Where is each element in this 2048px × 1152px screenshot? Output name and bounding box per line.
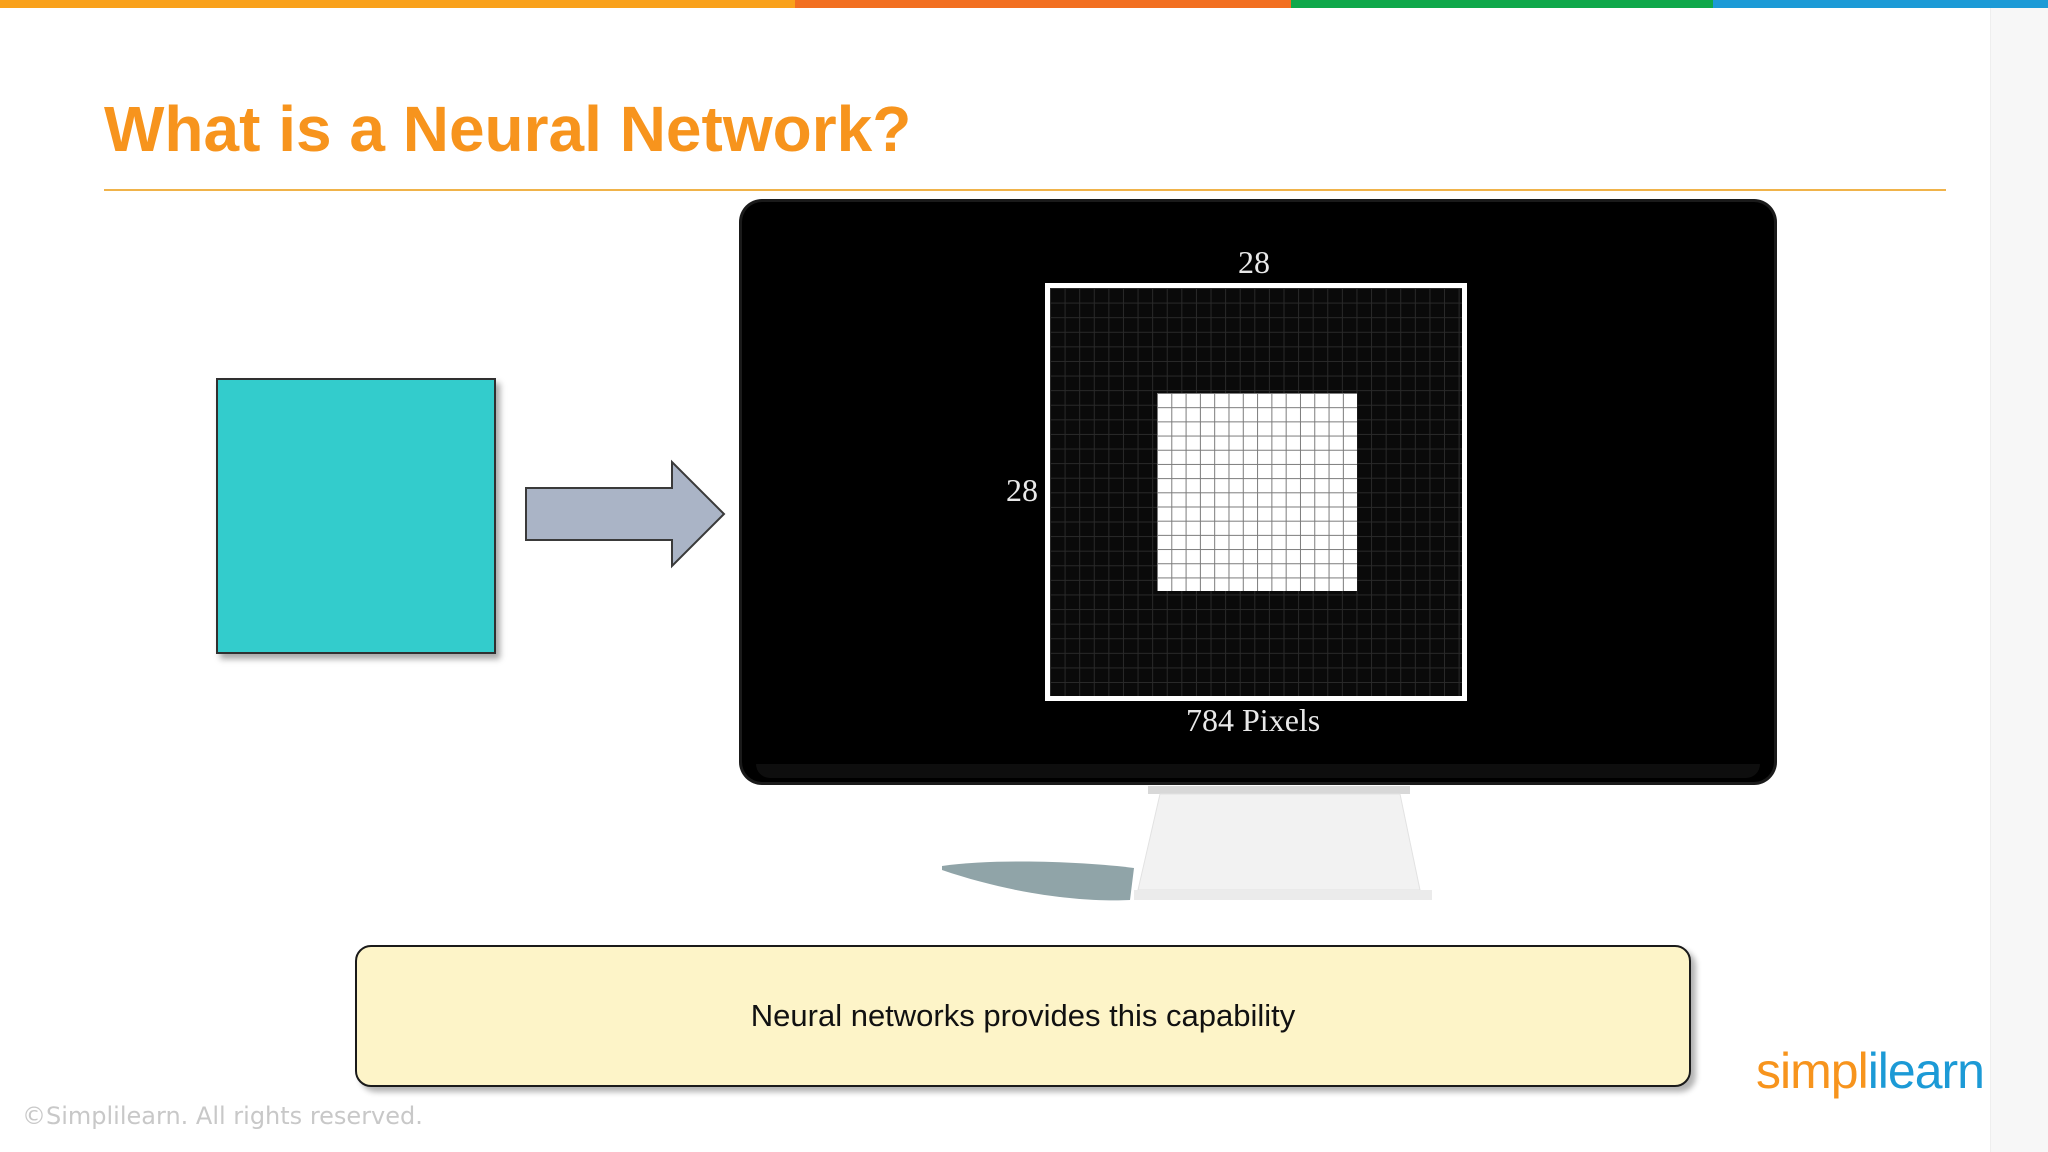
monitor-stand-shadow (938, 856, 1138, 906)
logo-text-part1: simpl (1756, 1043, 1868, 1099)
brand-bar-segment-blue (1713, 0, 2048, 8)
logo-text-part2: ilearn (1868, 1043, 1984, 1099)
title-divider (104, 189, 1946, 191)
caption-text: Neural networks provides this capability (751, 998, 1295, 1034)
grid-height-label: 28 (1006, 472, 1038, 509)
input-square-shape (216, 378, 496, 654)
right-arrow-icon (522, 458, 728, 570)
brand-bar-segment-orange (0, 0, 795, 8)
brand-bar-segment-green (1291, 0, 1713, 8)
pixel-count-label: 784 Pixels (1186, 702, 1320, 739)
monitor-bezel-bottom (756, 764, 1760, 778)
input-image-pixels (1157, 393, 1357, 591)
grid-width-label: 28 (1238, 244, 1270, 281)
caption-box: Neural networks provides this capability (355, 945, 1691, 1087)
brand-bar-segment-red (795, 0, 1291, 8)
slide-edge-strip (1990, 8, 2048, 1152)
slide-title: What is a Neural Network? (104, 88, 911, 170)
monitor-stand (1134, 786, 1432, 904)
simplilearn-logo: simplilearn (1756, 1036, 1992, 1106)
copyright-notice: ©Simplilearn. All rights reserved. (22, 1102, 423, 1130)
brand-color-bar (0, 0, 2048, 8)
